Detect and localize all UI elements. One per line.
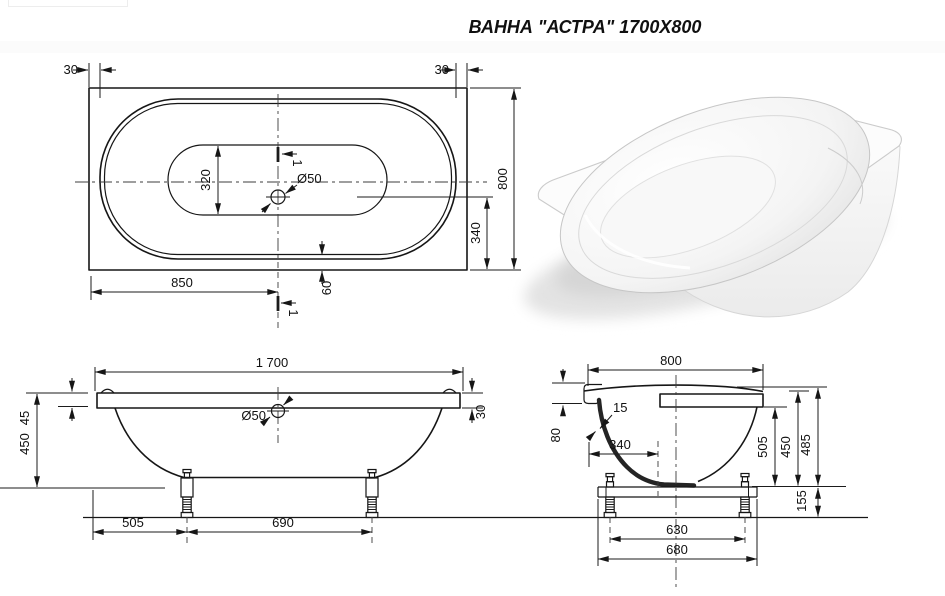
tub-inner-ledge — [578, 115, 848, 279]
dim-section-apron: 80 — [548, 428, 563, 442]
plan-bottom-contour — [167, 144, 388, 216]
dim-section-overall-height: 485 — [798, 434, 813, 456]
section-far-rim-band — [659, 393, 764, 408]
render-3d — [524, 96, 902, 320]
front-body-profile — [114, 407, 443, 479]
section-far-body-curve — [697, 406, 758, 483]
front-rim-bump-left — [100, 388, 115, 394]
plan-drain-arrow2 — [260, 203, 271, 214]
scan-artifact-band — [0, 41, 945, 53]
dim-front-height: 450 — [17, 433, 32, 455]
dim-section-body-height: 450 — [778, 436, 793, 458]
section-top-curve — [583, 384, 764, 393]
dim-plan-drain-from-left: 850 — [171, 275, 193, 290]
plan-outer-rect — [88, 87, 468, 271]
section-mark-top: 1 — [290, 159, 305, 166]
dim-plan-drain: Ø50 — [297, 171, 322, 186]
dim-section-frame-width: 680 — [666, 542, 688, 557]
tub-highlight — [583, 214, 691, 270]
dim-section-wall: 15 — [613, 400, 627, 415]
plan-view: Ø50 30 30 800 340 320 — [64, 62, 521, 332]
dim-plan-inner-width: 320 — [198, 169, 213, 191]
dim-section-feet-spacing: 630 — [666, 522, 688, 537]
dim-front-rim-edge: 30 — [473, 405, 488, 419]
tub-headrest-line — [827, 147, 864, 205]
dim-plan-drain-to-edge: 340 — [468, 222, 483, 244]
section-view: 800 15 80 340 505 450 — [548, 353, 846, 589]
tub-bowl-floor — [600, 155, 776, 259]
dim-plan-offset-left: 30 — [64, 62, 78, 77]
section-mark-bottom: 1 — [286, 309, 301, 316]
front-rim-bump-right — [442, 388, 457, 394]
dim-section-drain-offset: 340 — [609, 437, 631, 452]
dim-front-foot-spacing: 690 — [272, 515, 294, 530]
dim-front-drain: Ø50 — [241, 408, 266, 423]
dim-section-frame-height: 155 — [794, 490, 809, 512]
dim-front-foot-inset: 505 — [122, 515, 144, 530]
foot — [738, 472, 752, 519]
drawing-title: ВАННА "АСТРА" 1700X800 — [469, 17, 702, 37]
dim-plan-width: 800 — [495, 168, 510, 190]
plan-drain-leader — [285, 184, 298, 194]
scan-artifact-box — [8, 0, 128, 7]
support-frame — [597, 486, 758, 498]
dim-front-length: 1 700 — [256, 355, 289, 370]
dim-front-rim-thickness: 45 — [17, 411, 32, 425]
dim-plan-rim-gap: 60 — [319, 281, 334, 295]
dim-plan-offset-right: 30 — [435, 62, 449, 77]
front-view: 1 700 45 450 Ø50 30 — [0, 355, 488, 543]
dim-section-width: 800 — [660, 353, 682, 368]
front-rim-band — [96, 392, 461, 409]
dim-section-rim-underside: 505 — [755, 436, 770, 458]
